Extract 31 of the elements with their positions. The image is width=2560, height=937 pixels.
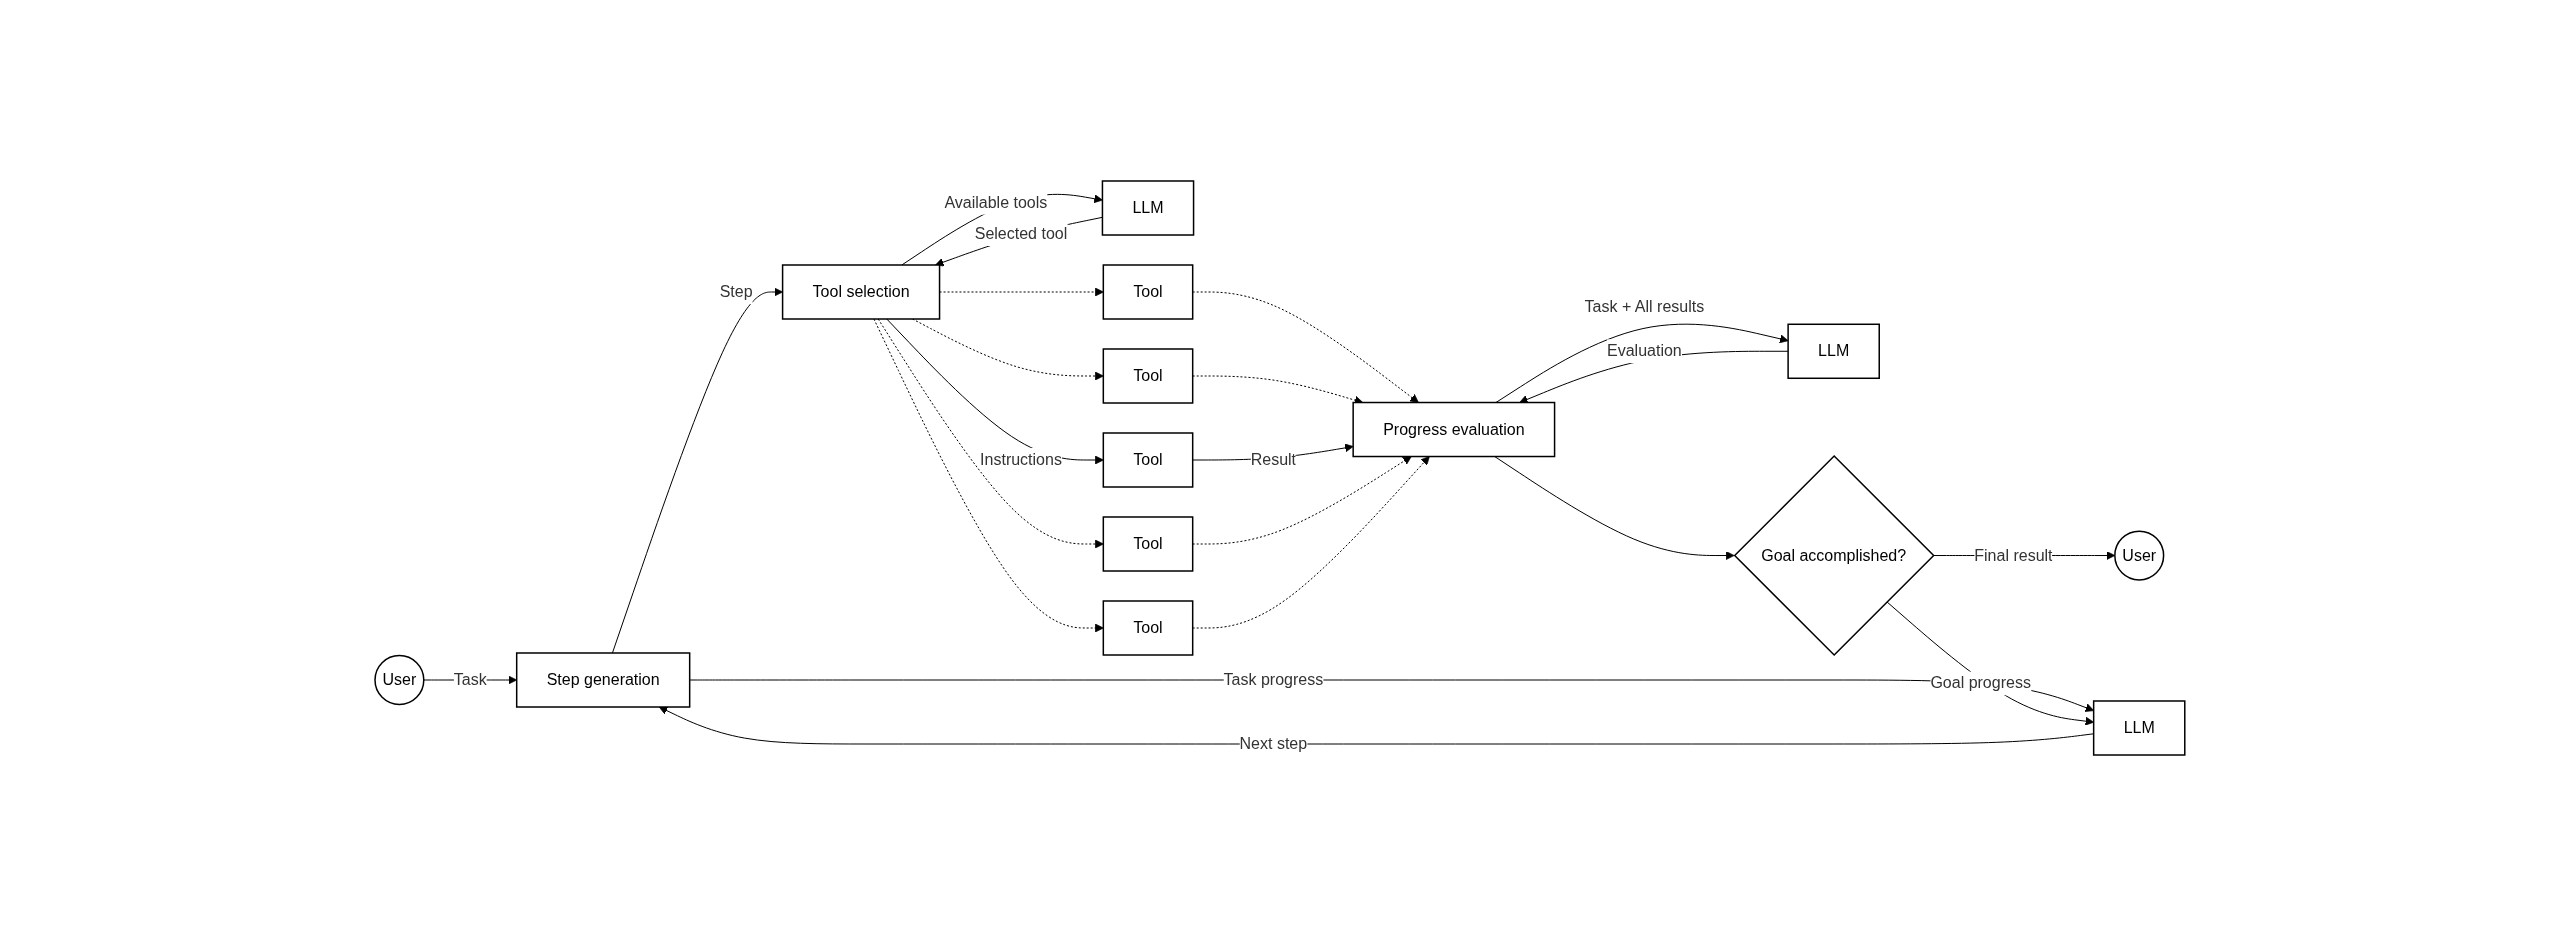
- edge-label: Goal progress: [1930, 674, 2031, 692]
- edge-label: Instructions: [980, 451, 1063, 468]
- node-box: Tool selection: [781, 264, 941, 320]
- edge-label: Result: [1250, 451, 1297, 468]
- edge-label: Selected tool: [974, 225, 1068, 242]
- node-box: Tool: [1102, 264, 1194, 320]
- edge-label: Final result: [1974, 546, 2053, 564]
- edge-label: Task + All results: [1584, 298, 1705, 316]
- edge-label: Next step: [1239, 735, 1308, 752]
- edge-label: Step: [719, 283, 753, 300]
- node-box: Tool: [1102, 516, 1194, 572]
- node-diamond: Goal accomplished?: [1733, 454, 1935, 657]
- node-box: LLM: [2093, 700, 2186, 756]
- node-box: Tool: [1102, 432, 1194, 488]
- arrow: [873, 318, 1104, 633]
- node-box: Step generation: [516, 652, 691, 708]
- node-box: Tool: [1102, 600, 1194, 656]
- node-circle: User: [2114, 530, 2165, 581]
- arrow: [877, 318, 1104, 549]
- edge-label: Available tools: [944, 193, 1048, 211]
- arrow: [901, 193, 1103, 266]
- node-circle: User: [374, 654, 425, 706]
- edge-label: Task: [453, 671, 487, 688]
- node-box: LLM: [1787, 323, 1881, 379]
- arrow: [886, 318, 1104, 465]
- node-box: Progress evaluation: [1352, 401, 1556, 458]
- arrow: [1494, 456, 1735, 560]
- edge-label: Evaluation: [1607, 342, 1682, 360]
- edge-label: Task progress: [1223, 671, 1324, 688]
- node-box: Tool: [1102, 348, 1194, 404]
- node-box: LLM: [1101, 180, 1195, 236]
